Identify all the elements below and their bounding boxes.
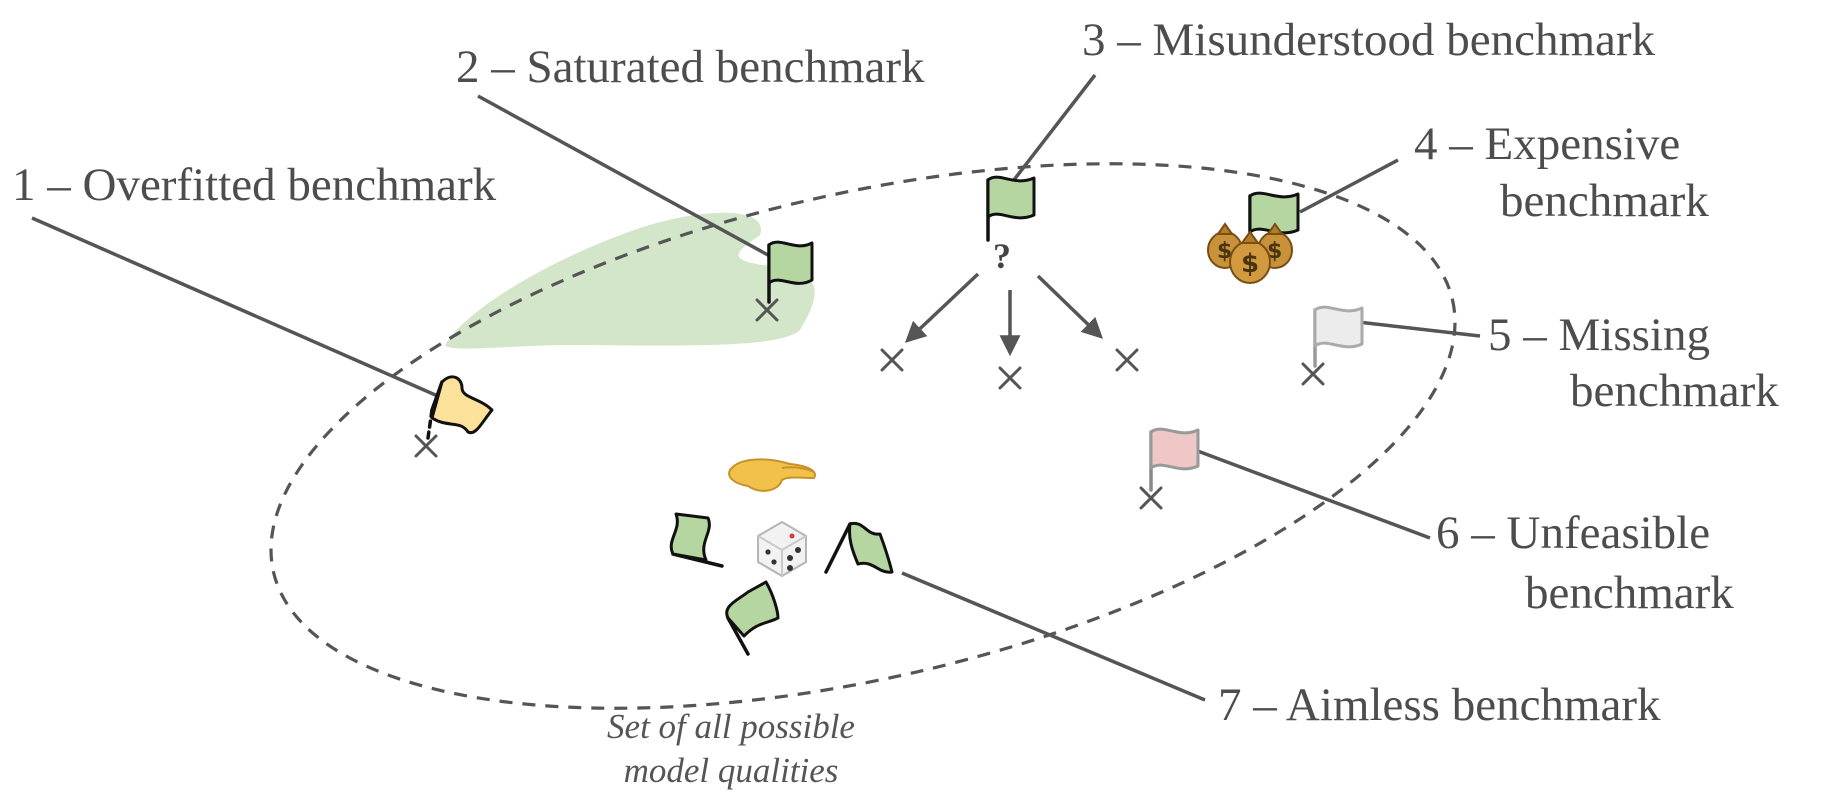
saturated-target-x [755,298,779,322]
money-bags-icon: $ $ $ [1207,222,1293,284]
missing-target-x [1301,362,1325,386]
unfeasible-flag-icon [1149,427,1200,492]
saturated-region [445,212,815,349]
misunderstood-flag-icon [986,175,1036,242]
label-overfitted: 1 – Overfitted benchmark [12,159,497,211]
overfitted-flag-icon [426,375,494,440]
arrow-right [1036,274,1104,339]
svg-text:$: $ [1241,249,1259,279]
label-expensive-line1: 4 – Expensive [1414,118,1680,170]
aimless-flag-right-icon [824,521,894,574]
svg-text:$: $ [1267,239,1282,264]
aimless-flag-bottom-icon [725,580,780,656]
caption-line2: model qualities [624,751,839,790]
label-aimless: 7 – Aimless benchmark [1218,679,1661,731]
saturated-flag-icon [767,240,814,304]
model-qualities-ellipse [269,162,1457,710]
label-missing-line2: benchmark [1570,365,1779,417]
throwing-hand-icon [728,458,816,492]
label-saturated: 2 – Saturated benchmark [456,41,925,93]
misunderstood-target-x-right [1115,348,1139,372]
leader-aimless [901,571,1206,702]
expensive-flag-icon [1248,191,1300,242]
label-expensive-line2: benchmark [1500,175,1709,227]
unfeasible-target-x [1139,486,1163,510]
leader-unfeasible [1194,448,1431,540]
label-unfeasible-line2: benchmark [1525,567,1734,619]
leader-misunderstood [1008,73,1097,187]
caption-line1: Set of all possible [607,707,855,746]
leader-overfitted [31,216,441,399]
leader-expensive [1299,158,1399,214]
aimless-flag-left-icon [669,512,724,568]
leader-missing [1357,320,1481,338]
misunderstood-target-x-center [998,366,1022,390]
label-missing-line1: 5 – Missing [1488,309,1710,361]
misunderstood-target-x-left [880,348,904,372]
label-unfeasible-line1: 6 – Unfeasible [1436,507,1710,559]
question-mark: ? [993,236,1011,276]
svg-text:$: $ [1217,239,1232,264]
overfitted-target-x [414,434,438,458]
missing-flag-icon [1313,305,1364,368]
arrow-left [904,272,980,343]
leader-saturated [477,94,789,268]
dice-icon [757,520,807,578]
label-misunderstood: 3 – Misunderstood benchmark [1082,14,1656,66]
